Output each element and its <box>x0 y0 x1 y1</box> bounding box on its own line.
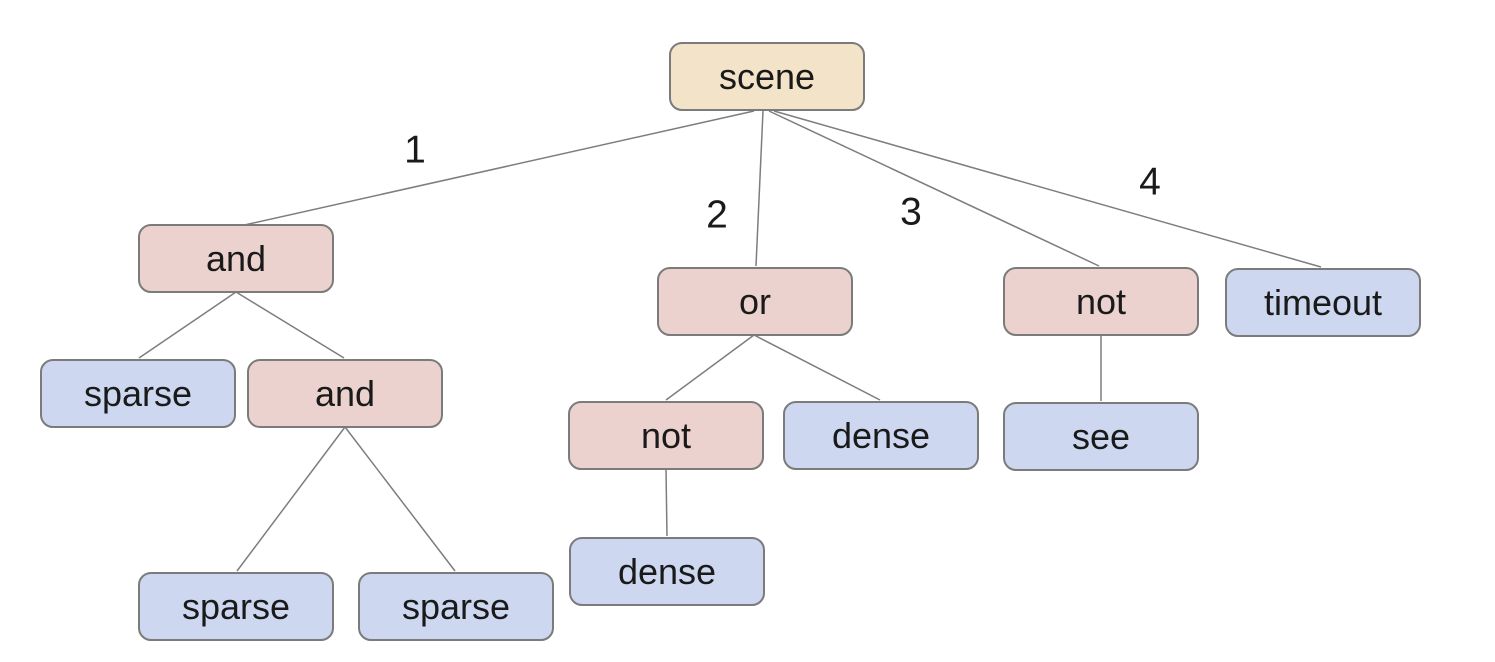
edge-or-dense1 <box>753 334 881 401</box>
node-dense-2: dense <box>569 537 765 606</box>
node-and-1: and <box>138 224 334 293</box>
edge-scene-and1 <box>239 110 755 227</box>
edge-label-3: 3 <box>900 190 922 234</box>
node-sparse-3: sparse <box>358 572 554 641</box>
node-sparse-1: sparse <box>40 359 236 428</box>
node-not-2: not <box>568 401 764 470</box>
edge-and1-and2 <box>235 291 345 359</box>
edge-and2-sparse3 <box>344 426 456 572</box>
edge-label-2: 2 <box>706 193 728 237</box>
node-or: or <box>657 267 853 336</box>
node-dense-1: dense <box>783 401 979 470</box>
edge-scene-timeout <box>773 110 1322 268</box>
edge-label-4: 4 <box>1139 160 1161 204</box>
node-sparse-2: sparse <box>138 572 334 641</box>
node-timeout: timeout <box>1225 268 1421 337</box>
node-scene: scene <box>669 42 865 111</box>
node-see: see <box>1003 402 1199 471</box>
edge-not2-dense2 <box>665 468 668 537</box>
node-not-1: not <box>1003 267 1199 336</box>
edge-scene-not1 <box>768 110 1100 267</box>
node-and-2: and <box>247 359 443 428</box>
edge-or-not2 <box>665 334 755 401</box>
edge-scene-or <box>755 110 764 267</box>
edge-and2-sparse2 <box>236 426 346 572</box>
edge-and1-sparse1 <box>138 291 237 359</box>
edge-label-1: 1 <box>404 128 426 172</box>
